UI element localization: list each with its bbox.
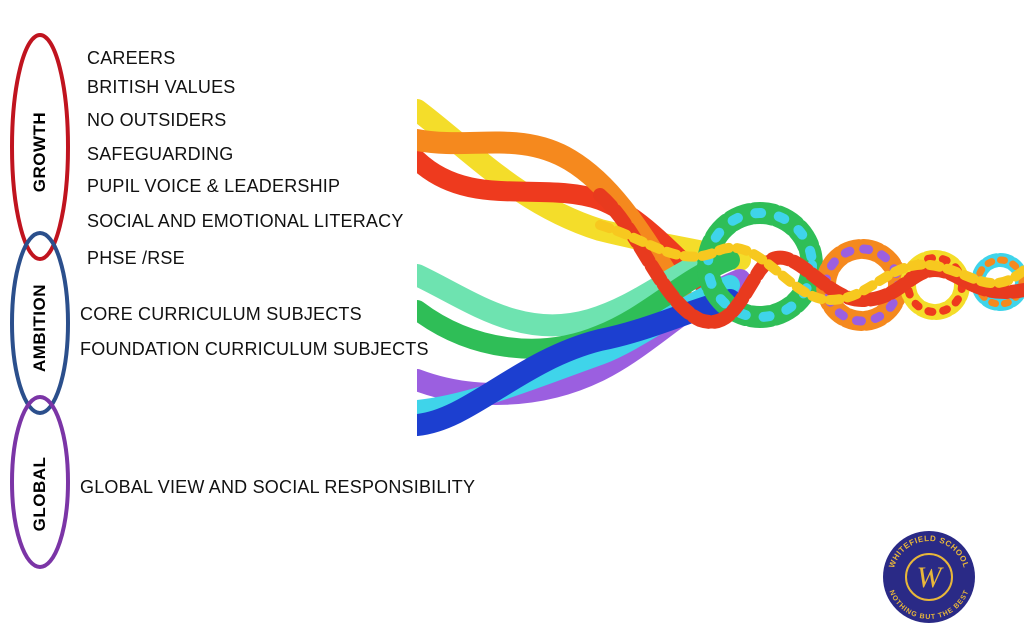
- logo-badge: [883, 531, 975, 623]
- growth-item: SOCIAL AND EMOTIONAL LITERACY: [87, 211, 404, 231]
- ambition-oval: [10, 231, 70, 415]
- ambition-item: CORE CURRICULUM SUBJECTS: [80, 304, 362, 324]
- growth-item: BRITISH VALUES: [87, 77, 236, 97]
- growth-item: NO OUTSIDERS: [87, 110, 227, 130]
- coil-1-inner: [703, 208, 817, 322]
- global-item: GLOBAL VIEW AND SOCIAL RESPONSIBILITY: [80, 477, 476, 497]
- growth-item: CAREERS: [87, 48, 176, 68]
- rope-mint-lower: [417, 244, 731, 337]
- growth-item: PUPIL VOICE & LEADERSHIP: [87, 176, 341, 196]
- growth-oval: [10, 33, 70, 261]
- braid-strand-yellow: [595, 220, 1024, 306]
- growth-item: PHSE /RSE: [87, 248, 185, 268]
- logo-ring: [905, 553, 953, 601]
- rope-orange-upper: [417, 129, 701, 321]
- growth-item: SAFEGUARDING: [87, 144, 234, 164]
- logo-initial: W: [917, 561, 945, 594]
- ambition-item: FOUNDATION CURRICULUM SUBJECTS: [80, 339, 429, 359]
- global-oval: [10, 395, 70, 569]
